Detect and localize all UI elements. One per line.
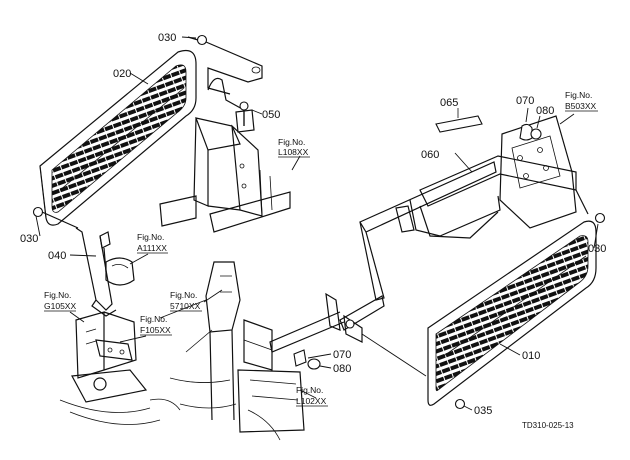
part-label-035: 035 (474, 405, 492, 417)
part-label-010: 010 (522, 350, 540, 362)
part-label-040: 040 (48, 250, 66, 262)
part-label-080-top: 080 (536, 105, 554, 117)
leader-lines (35, 36, 599, 411)
part-label-070-mid: 070 (333, 349, 351, 361)
fig-ref-g105-line2: G105XX (44, 301, 76, 311)
part-label-030-right: 030 (588, 243, 606, 255)
drawing-reference-number: TD310-025-13 (522, 421, 574, 430)
top-mount-bracket (187, 34, 263, 126)
part-label-080-mid: 080 (333, 363, 351, 375)
right-grille-010 (427, 212, 606, 406)
part-label-030-top: 030 (158, 32, 176, 44)
bolt-035 (454, 398, 466, 410)
bolt-nut-070-080 (293, 349, 321, 370)
part-label-065: 065 (440, 97, 458, 109)
fig-ref-g105: Fig.No. G105XX (44, 290, 76, 312)
part-label-050: 050 (262, 109, 280, 121)
fig-ref-l102: Fig.No. L102XX (296, 385, 328, 407)
center-frame-l108 (159, 101, 291, 233)
fig-ref-5710-line2: 5710XX (170, 301, 201, 311)
fig-ref-a111: Fig.No. A111XX (137, 232, 168, 254)
fig-ref-l108: Fig.No. L108XX (278, 137, 310, 158)
fig-ref-5710-line1: Fig.No. (170, 290, 197, 300)
left-grille-020 (39, 49, 197, 226)
fig-ref-b503-line2: B503XX (565, 101, 597, 111)
part-label-020: 020 (113, 68, 131, 80)
part-label-060: 060 (421, 149, 439, 161)
part-label-070-top: 070 (516, 95, 534, 107)
fig-ref-l102-line2: L102XX (296, 396, 327, 406)
fig-ref-f105-line2: F105XX (140, 325, 171, 335)
fig-ref-l102-line1: Fig.No. (296, 385, 323, 395)
fig-ref-a111-line1: Fig.No. (137, 232, 164, 242)
decal-065 (435, 108, 483, 133)
left-lower-bracket-040 (32, 206, 117, 317)
fig-ref-g105-line1: Fig.No. (44, 290, 71, 300)
fig-ref-f105-line1: Fig.No. (140, 314, 167, 324)
fig-ref-b503: Fig.No. B503XX (565, 90, 598, 112)
fig-ref-l108-line1: Fig.No. (278, 137, 305, 147)
right-bracket-b503 (499, 115, 577, 229)
fig-ref-5710: Fig.No. 5710XX (170, 290, 202, 312)
left-frame-assembly (59, 311, 181, 425)
main-frame-060 (269, 155, 589, 353)
center-support-5710 (159, 261, 305, 441)
a111-component (99, 231, 135, 286)
fig-ref-a111-line2: A111XX (137, 243, 167, 253)
fig-ref-b503-line1: Fig.No. (565, 90, 592, 100)
fig-ref-l108-line2: L108XX (278, 147, 309, 157)
fig-ref-f105: Fig.No. F105XX (140, 314, 172, 336)
part-label-030-left: 030 (20, 233, 38, 245)
